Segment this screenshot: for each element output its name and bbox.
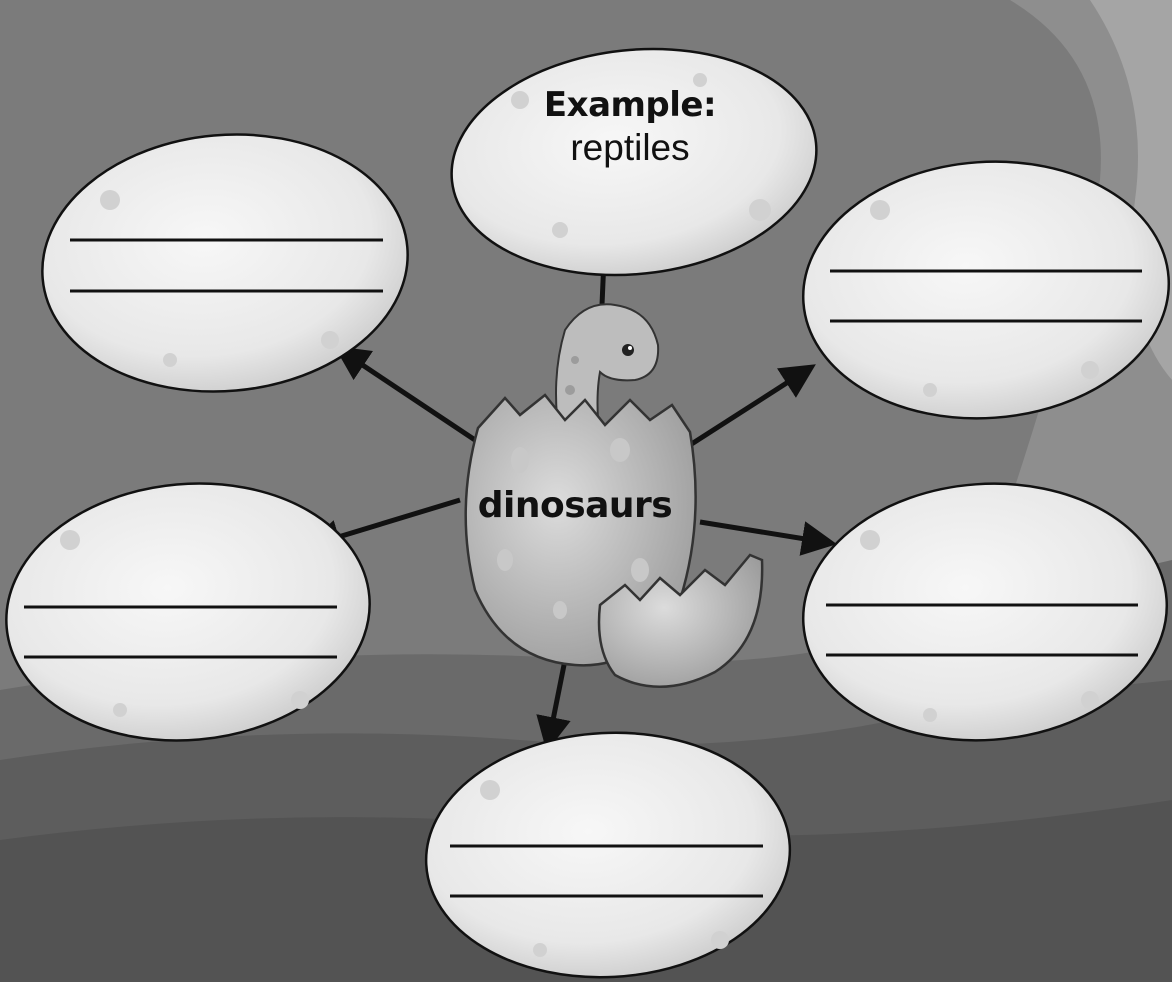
- example-node: Example: reptiles: [500, 85, 760, 169]
- dino-eye: [622, 344, 634, 356]
- center-topic-label: dinosaurs: [470, 485, 680, 526]
- example-value: reptiles: [500, 127, 760, 169]
- example-title: Example:: [500, 85, 760, 125]
